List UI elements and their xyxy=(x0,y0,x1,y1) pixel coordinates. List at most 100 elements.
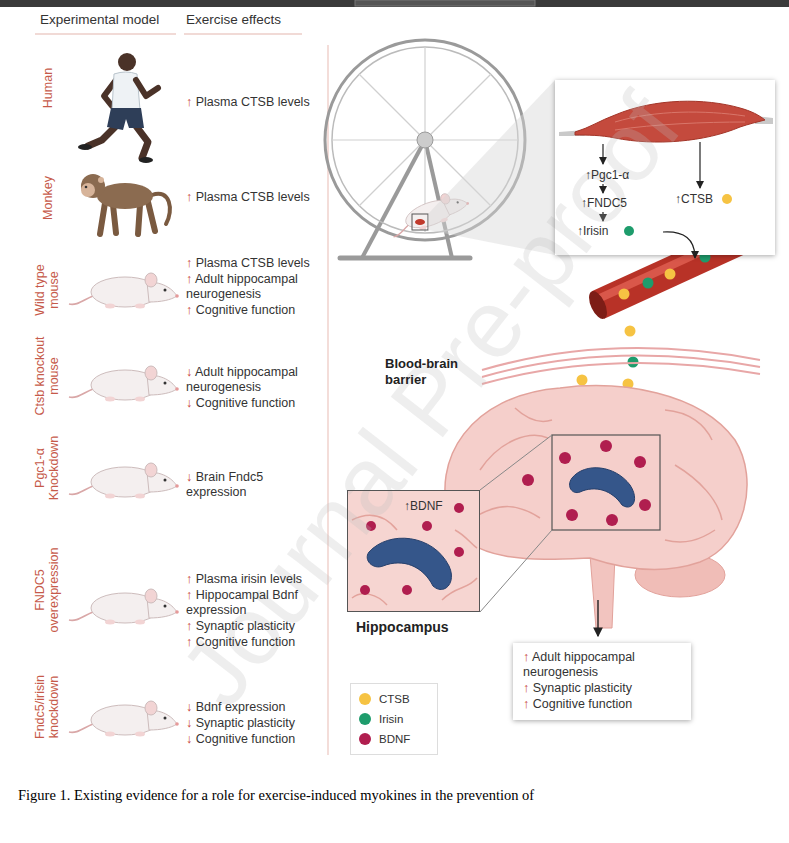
mouse-figure xyxy=(69,273,179,309)
top-bar xyxy=(0,0,789,7)
muscle-inset-art xyxy=(555,80,775,255)
muscle-inset-art xyxy=(615,112,745,130)
outcome-box: ↑ Adult hippocampal neurogenesis↑ Synapt… xyxy=(513,643,691,720)
hippocampus-inset-art xyxy=(347,490,480,612)
muscle-inset: ↑Pgc1-α↑FNDC5↑Irisin↑CTSB xyxy=(555,80,775,255)
brain xyxy=(606,514,618,526)
effects-list: ↑ Plasma CTSB levels xyxy=(186,95,324,111)
model-label: Ctsb knockout mouse xyxy=(33,329,62,423)
hippocampus-inset-art xyxy=(454,503,464,513)
effect-text: ↑ Synaptic plasticity xyxy=(186,619,324,634)
myokine-dot xyxy=(625,326,636,337)
zoom-line xyxy=(480,435,552,612)
human-figure xyxy=(136,80,158,96)
top-bar xyxy=(0,0,789,7)
hippocampus-inset-art xyxy=(422,521,432,531)
monkey-figure xyxy=(98,177,104,183)
hippocampus-inset-art xyxy=(347,490,480,612)
model-label: Human xyxy=(41,53,55,123)
effect-text: ↑ Plasma CTSB levels xyxy=(186,190,324,205)
brain xyxy=(590,555,615,628)
brain xyxy=(639,499,651,511)
running-wheel xyxy=(412,214,428,230)
muscle-inset-art xyxy=(663,232,695,258)
human-figure xyxy=(78,144,92,150)
muscle-inset-art xyxy=(602,144,603,164)
brain xyxy=(600,440,612,452)
effects-list: ↑ Plasma CTSB levels↑ Adult hippocampal … xyxy=(186,256,324,319)
effect-text: ↑ Plasma CTSB levels xyxy=(186,95,324,110)
hippocampus-inset-art xyxy=(352,515,477,605)
myokine-text: ↑Irisin xyxy=(577,224,608,238)
hippocampus-inset-art xyxy=(455,530,477,548)
muscle-inset-art xyxy=(602,184,603,193)
monkey-figure xyxy=(113,205,116,233)
model-label: Monkey xyxy=(41,163,55,233)
column-divider xyxy=(327,45,328,755)
human-figure xyxy=(139,157,153,163)
effects-list: ↑ Plasma CTSB levels xyxy=(186,190,324,206)
monkey-figure xyxy=(148,202,155,231)
effect-text: ↑ Adult hippocampal neurogenesis xyxy=(186,272,324,302)
monkey-figure xyxy=(81,183,95,197)
mouse-figure xyxy=(69,463,179,499)
hippocampus-inset-art xyxy=(352,594,387,605)
effects-list: ↓ Brain Fndc5 expression xyxy=(186,470,324,501)
legend-text: BDNF xyxy=(379,733,410,745)
muscle-inset-art xyxy=(602,212,603,221)
monkey-figure xyxy=(81,174,170,234)
brain xyxy=(552,435,660,530)
effect-text: ↓ Brain Fndc5 expression xyxy=(186,470,324,500)
outcome-arrow xyxy=(597,600,598,636)
barrier-label: Blood-brain barrier xyxy=(385,356,477,387)
muscle-inset-art xyxy=(699,142,700,188)
bdnf-text: ↑BDNF xyxy=(404,499,443,513)
hippocampus-inset: ↑BDNFHippocampus xyxy=(347,490,480,612)
legend-swatch xyxy=(359,693,371,705)
brain xyxy=(470,507,540,520)
legend-row: Irisin xyxy=(359,709,429,729)
running-wheel xyxy=(417,132,433,148)
header-rule xyxy=(35,33,302,34)
legend-text: Irisin xyxy=(379,713,403,725)
effects-list: ↑ Plasma irisin levels↑ Hippocampal Bdnf… xyxy=(186,572,324,651)
outcome-text: ↑ Adult hippocampal neurogenesis xyxy=(523,650,681,680)
legend-swatch xyxy=(359,713,371,725)
mouse-figure xyxy=(69,701,179,737)
model-label: Fndc5/irisin knockdown xyxy=(33,661,62,753)
legend-row: CTSB xyxy=(359,689,429,709)
human-figure xyxy=(136,126,148,158)
myokine-text: ↑CTSB xyxy=(675,192,713,206)
effect-text: ↓ Adult hippocampal neurogenesis xyxy=(186,365,324,395)
model-label: Pgc1-α Knockdown xyxy=(33,425,62,511)
brain xyxy=(570,468,635,507)
brain xyxy=(445,386,747,570)
blood-brain-barrier xyxy=(482,363,760,384)
mouse-figure xyxy=(69,366,179,402)
muscle-inset-art xyxy=(555,80,775,258)
outcome-text: ↑ Synaptic plasticity xyxy=(523,681,681,696)
muscle-inset-art xyxy=(624,226,634,236)
hippocampus-inset-art xyxy=(360,585,370,595)
myokine-dot xyxy=(577,375,588,386)
brain xyxy=(522,440,651,526)
monkey-figure xyxy=(85,186,88,189)
effect-text: ↑ Plasma CTSB levels xyxy=(186,256,324,271)
legend-row: BDNF xyxy=(359,729,429,749)
brain xyxy=(470,408,722,542)
blood-brain-barrier xyxy=(482,348,760,384)
zoom-wedge xyxy=(428,80,555,255)
brain xyxy=(515,408,552,422)
hippocampus-inset-art xyxy=(367,538,451,589)
mouse-figure xyxy=(69,589,179,625)
legend-box: CTSB IrisinBDNF xyxy=(350,683,438,755)
hippocampus-inset-art xyxy=(352,515,397,530)
monkey-figure xyxy=(138,205,140,234)
muscle-inset-art xyxy=(615,112,745,122)
myokine-dot xyxy=(628,357,639,368)
effect-text: ↑ Plasma irisin levels xyxy=(186,572,324,587)
brain xyxy=(445,386,747,628)
blood-vessel xyxy=(585,288,610,321)
myokine-text: ↑FNDC5 xyxy=(581,196,627,210)
mouse-figure xyxy=(69,273,179,737)
